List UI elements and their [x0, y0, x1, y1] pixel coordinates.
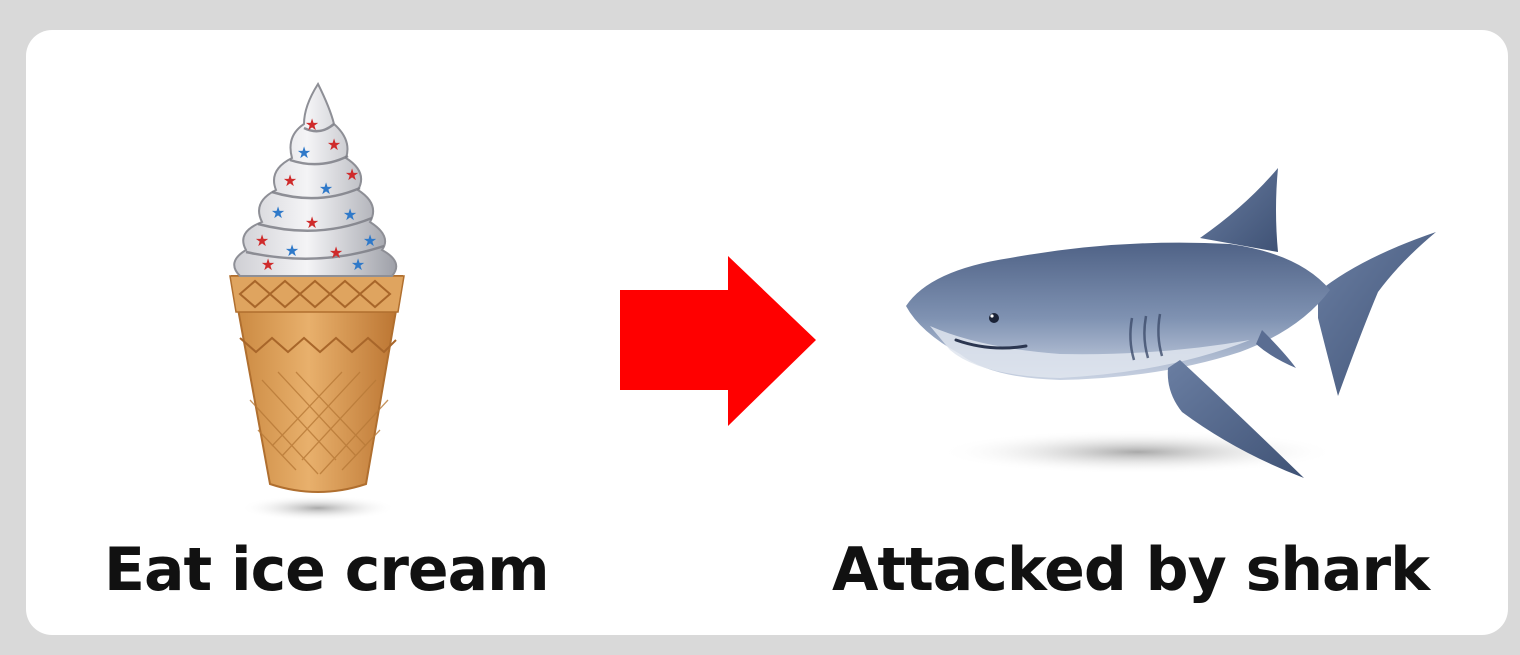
svg-text:★: ★ — [363, 231, 377, 250]
svg-text:★: ★ — [305, 213, 319, 232]
svg-text:★: ★ — [283, 171, 297, 190]
svg-text:★: ★ — [327, 135, 341, 154]
cause-label: Eat ice cream — [104, 540, 549, 600]
svg-text:★: ★ — [285, 241, 299, 260]
svg-text:★: ★ — [351, 255, 365, 274]
svg-text:★: ★ — [343, 205, 357, 224]
ice-cream-cone-icon: ★ ★ ★ ★ ★ ★ ★ ★ ★ ★ ★ ★ ★ ★ ★ — [230, 84, 404, 521]
svg-text:★: ★ — [329, 243, 343, 262]
arrow-right-icon — [620, 256, 816, 426]
svg-text:★: ★ — [297, 143, 311, 162]
effect-label: Attacked by shark — [832, 540, 1429, 600]
svg-text:★: ★ — [345, 165, 359, 184]
svg-text:★: ★ — [261, 255, 275, 274]
svg-text:★: ★ — [319, 179, 333, 198]
svg-text:★: ★ — [271, 203, 285, 222]
svg-text:★: ★ — [305, 115, 319, 134]
svg-text:★: ★ — [255, 231, 269, 250]
shark-icon — [906, 168, 1436, 478]
